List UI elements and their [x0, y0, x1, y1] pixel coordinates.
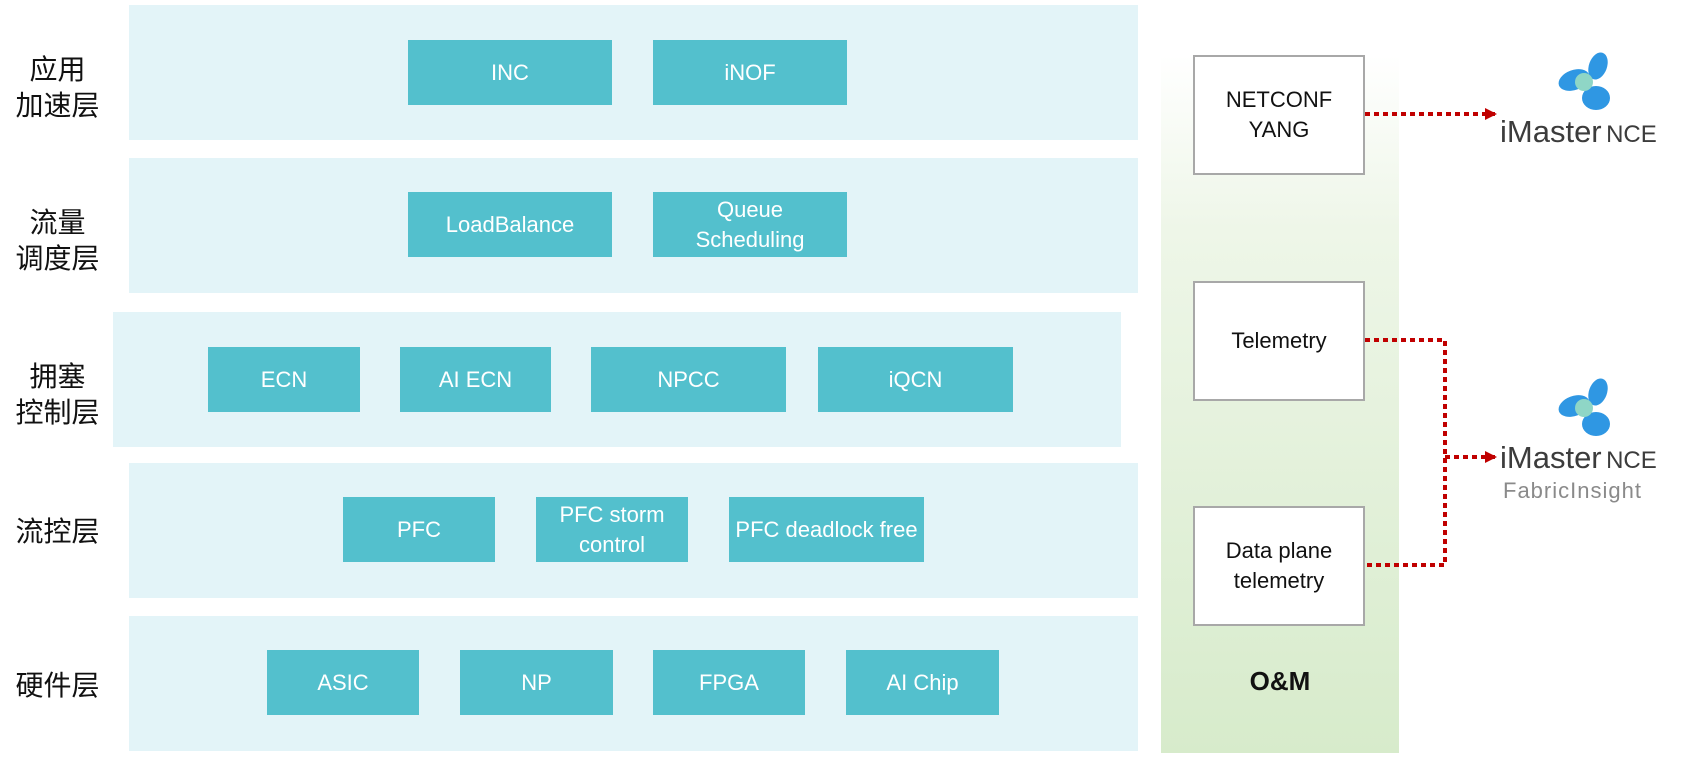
- imaster-text: iMaster: [1500, 114, 1602, 149]
- chip-inc: INC: [408, 40, 612, 105]
- layer-label-app-accel: 应用 加速层: [15, 53, 100, 122]
- om-box-data-plane-telemetry: Data plane telemetry: [1193, 506, 1365, 626]
- chip-fpga: FPGA: [653, 650, 805, 715]
- chip-ai-ecn: AI ECN: [400, 347, 551, 412]
- imaster-flower-icon: [1558, 52, 1610, 110]
- chip-inof: iNOF: [653, 40, 847, 105]
- imaster-flower-icon: [1558, 378, 1610, 436]
- chip-pfc-deadlock-free: PFC deadlock free: [729, 497, 924, 562]
- band-app-accel: [129, 5, 1138, 140]
- layer-label-flow-ctrl: 流控层: [15, 515, 100, 548]
- chip-npcc: NPCC: [591, 347, 786, 412]
- chip-loadbalance: LoadBalance: [408, 192, 612, 257]
- chip-queue-scheduling: Queue Scheduling: [653, 192, 847, 257]
- nce-text: NCE: [1606, 121, 1657, 148]
- layer-label-traffic-sched: 流量 调度层: [15, 206, 100, 275]
- chip-np: NP: [460, 650, 613, 715]
- layer-label-congestion-ctrl: 拥塞 控制层: [15, 360, 100, 429]
- chip-asic: ASIC: [267, 650, 419, 715]
- band-traffic-sched: [129, 158, 1138, 293]
- chip-ai-chip: AI Chip: [846, 650, 999, 715]
- chip-pfc-storm-control: PFC storm control: [536, 497, 688, 562]
- imaster-nce-logo: iMaster NCE: [1500, 52, 1682, 152]
- fabricinsight-text: FabricInsight: [1503, 478, 1642, 503]
- imaster-nce-fabricinsight-logo: iMaster NCE FabricInsight: [1500, 378, 1682, 508]
- layer-label-hardware: 硬件层: [15, 669, 100, 702]
- chip-iqcn: iQCN: [818, 347, 1013, 412]
- line-telemetry-out: [1365, 338, 1447, 567]
- imaster-text: iMaster: [1500, 440, 1602, 475]
- chip-ecn: ECN: [208, 347, 360, 412]
- om-box-netconf-yang: NETCONF YANG: [1193, 55, 1365, 175]
- om-title: O&M: [1249, 666, 1311, 696]
- chip-pfc: PFC: [343, 497, 495, 562]
- om-box-telemetry: Telemetry: [1193, 281, 1365, 401]
- nce-text: NCE: [1606, 447, 1657, 474]
